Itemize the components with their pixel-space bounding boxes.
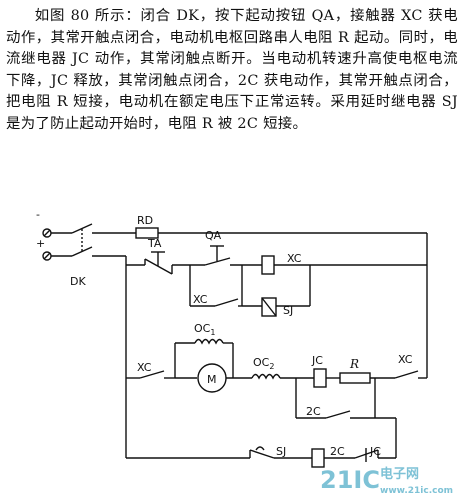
watermark-brand: 21IC bbox=[320, 466, 380, 494]
top-rail: RD bbox=[92, 214, 428, 372]
xc-hold-label: XC bbox=[193, 293, 208, 306]
dk-label: DK bbox=[70, 275, 86, 288]
sj-contact-label: SJ bbox=[276, 445, 286, 458]
bottom-branch: SJ 2C JC bbox=[249, 417, 397, 468]
watermark-url: www.21ic.com bbox=[380, 486, 453, 496]
motor-label: M bbox=[207, 373, 217, 386]
jc-coil-label: JC bbox=[311, 354, 323, 367]
plus-label: + bbox=[36, 237, 45, 250]
oc2-coil bbox=[251, 373, 281, 380]
c2-contact-label: 2C bbox=[306, 405, 321, 418]
sj-coil-label: SJ bbox=[283, 304, 293, 317]
description-text: 如图 80 所示：闭合 DK，按下起动按钮 QA，接触器 XC 获电动作，其常开… bbox=[6, 8, 458, 132]
oc1-label-sub: 1 bbox=[210, 328, 215, 337]
xc-main-label: XC bbox=[137, 361, 152, 374]
description-paragraph: 如图 80 所示：闭合 DK，按下起动按钮 QA，接触器 XC 获电动作，其常开… bbox=[6, 6, 458, 136]
plus-rail bbox=[92, 255, 250, 459]
resistor-r bbox=[339, 372, 371, 384]
minus-label: - bbox=[36, 208, 40, 221]
watermark-cn: 电子网 bbox=[380, 466, 419, 482]
oc1-label: OC1 bbox=[194, 322, 215, 337]
dk-switch: DK bbox=[51, 223, 93, 288]
xc-coil bbox=[261, 255, 275, 275]
qa-label: QA bbox=[205, 229, 222, 242]
oc2-label: OC2 bbox=[253, 356, 274, 371]
oc2-label-sub: 2 bbox=[269, 362, 274, 371]
xc-right-label: XC bbox=[398, 353, 413, 366]
armature-circuit: XC OC1 M OC2 JC R XC 2C bbox=[126, 322, 428, 419]
jc-coil bbox=[313, 368, 327, 388]
c2-coil bbox=[311, 448, 325, 468]
sj-coil bbox=[261, 297, 277, 317]
supply-terminals: - + bbox=[36, 208, 52, 261]
jc-contact-label: JC bbox=[369, 445, 381, 458]
control-branch: TA QA XC XC SJ bbox=[126, 229, 427, 317]
xc-coil-label: XC bbox=[287, 252, 302, 265]
ta-label: TA bbox=[147, 237, 162, 250]
watermark: 21IC 电子网 www.21ic.com bbox=[320, 466, 453, 496]
oc1-label-main: OC bbox=[194, 322, 211, 335]
rd-label: RD bbox=[137, 214, 153, 227]
oc2-label-main: OC bbox=[253, 356, 270, 369]
c2-coil-label: 2C bbox=[330, 445, 345, 458]
r-label: R bbox=[349, 357, 359, 371]
oc1-coil bbox=[194, 338, 224, 345]
